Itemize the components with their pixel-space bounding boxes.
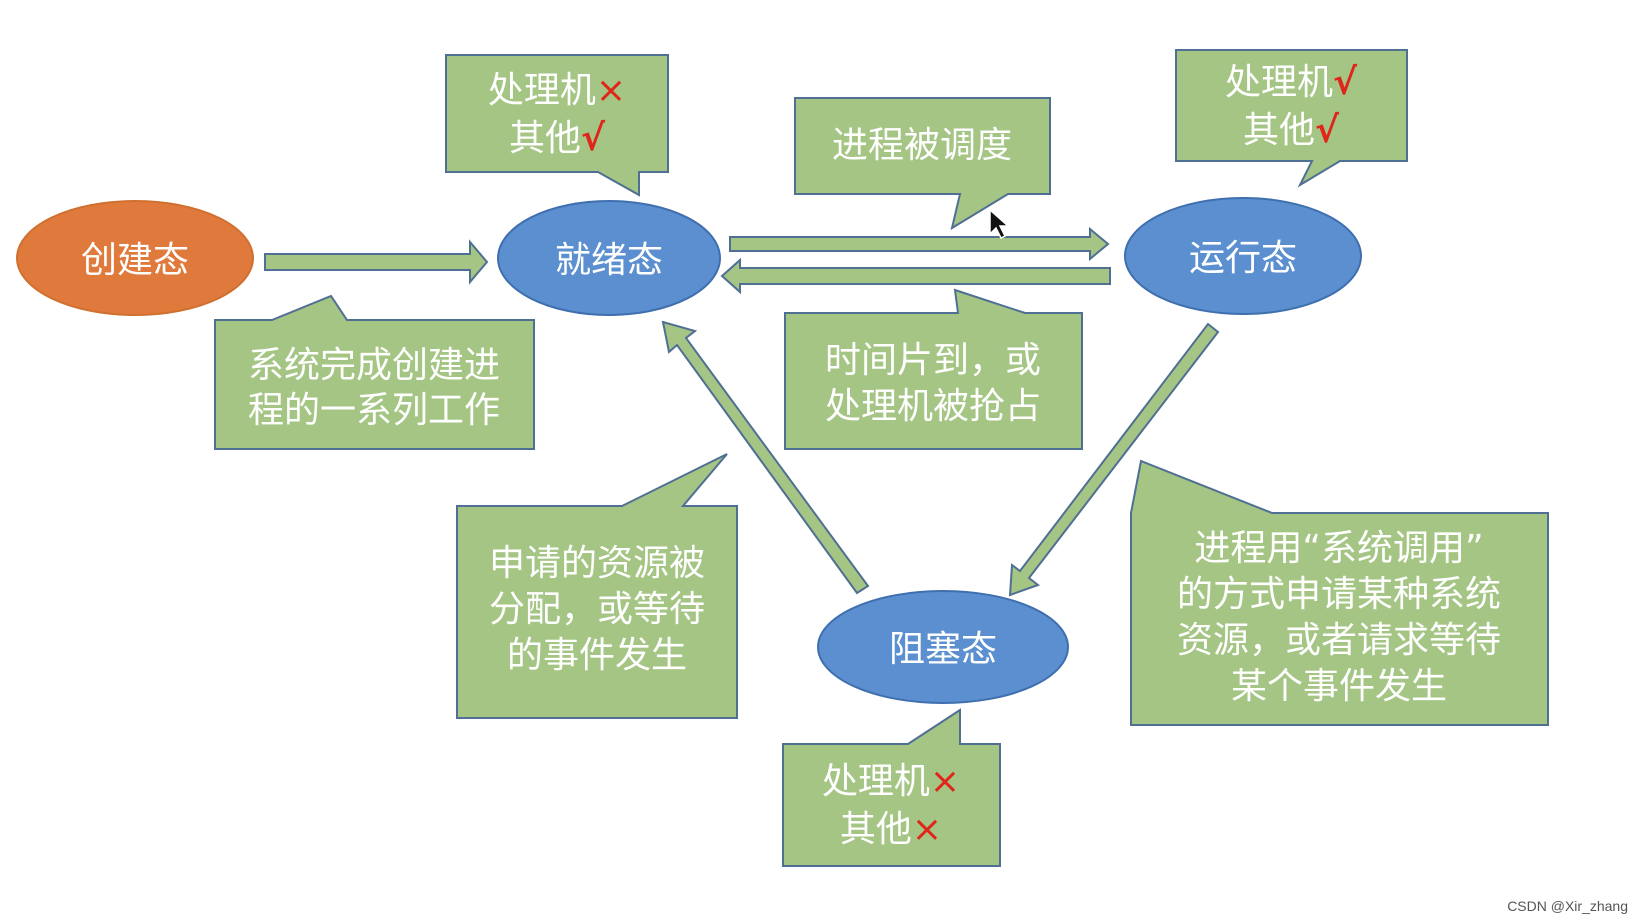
scheduled-callout: 进程被调度 [794, 97, 1051, 231]
mouse-cursor-icon [989, 208, 1010, 240]
create-state-label: 创建态 [81, 240, 189, 281]
create-work-line-2: 程的一系列工作 [248, 390, 500, 431]
syscall-line-1: 进程用“系统调用” [1194, 528, 1483, 569]
ready-state: 就绪态 [497, 200, 721, 316]
timeslice-callout: 时间片到，或 处理机被抢占 [784, 288, 1083, 450]
running-processor-mark: √ [1333, 62, 1358, 103]
timeslice-line-1: 时间片到，或 [825, 340, 1041, 381]
running-state-label: 运行态 [1189, 238, 1297, 279]
running-state: 运行态 [1124, 197, 1362, 315]
timeslice-line-2: 处理机被抢占 [825, 386, 1041, 427]
syscall-line-3: 资源，或者请求等待 [1177, 620, 1501, 661]
resource-granted-line-2: 分配，或等待 [489, 589, 705, 630]
syscall-line-2: 的方式申请某种系统 [1177, 574, 1501, 615]
syscall-request-callout: 进程用“系统调用” 的方式申请某种系统 资源，或者请求等待 某个事件发生 [1130, 459, 1549, 726]
ready-other-line: 其他√ [509, 118, 606, 159]
running-to-ready-arrow [720, 257, 1111, 295]
blocked-resources-callout: 处理机× 其他× [782, 708, 1001, 867]
blocked-to-ready-arrow [661, 320, 870, 595]
create-work-callout: 系统完成创建进 程的一系列工作 [214, 294, 535, 450]
blocked-state-label: 阻塞态 [889, 629, 997, 670]
running-processor-line: 处理机√ [1225, 62, 1358, 103]
scheduled-text: 进程被调度 [832, 125, 1012, 166]
ready-state-label: 就绪态 [555, 240, 663, 281]
blocked-processor-mark: × [930, 761, 960, 802]
blocked-other-line: 其他× [840, 809, 942, 850]
ready-to-running-arrow [729, 226, 1110, 262]
blocked-state: 阻塞态 [817, 590, 1069, 704]
syscall-line-4: 某个事件发生 [1231, 666, 1447, 707]
resource-granted-line-3: 的事件发生 [507, 635, 687, 676]
resource-granted-callout: 申请的资源被 分配，或等待 的事件发生 [456, 453, 738, 719]
create-work-line-1: 系统完成创建进 [248, 345, 500, 386]
create-state: 创建态 [16, 200, 254, 316]
blocked-other-mark: × [912, 809, 942, 850]
ready-other-mark: √ [581, 118, 606, 159]
running-other-mark: √ [1315, 110, 1340, 151]
blocked-processor-line: 处理机× [822, 761, 960, 802]
create-to-ready-arrow [264, 239, 489, 285]
resource-granted-line-1: 申请的资源被 [489, 543, 705, 584]
watermark: CSDN @Xir_zhang [1507, 898, 1628, 914]
ready-processor-line: 处理机× [488, 70, 626, 111]
running-to-blocked-arrow [1008, 322, 1220, 597]
running-resources-callout: 处理机√ 其他√ [1175, 49, 1408, 188]
ready-resources-callout: 处理机× 其他√ [445, 54, 669, 197]
running-other-line: 其他√ [1243, 110, 1340, 151]
ready-processor-mark: × [596, 70, 626, 111]
